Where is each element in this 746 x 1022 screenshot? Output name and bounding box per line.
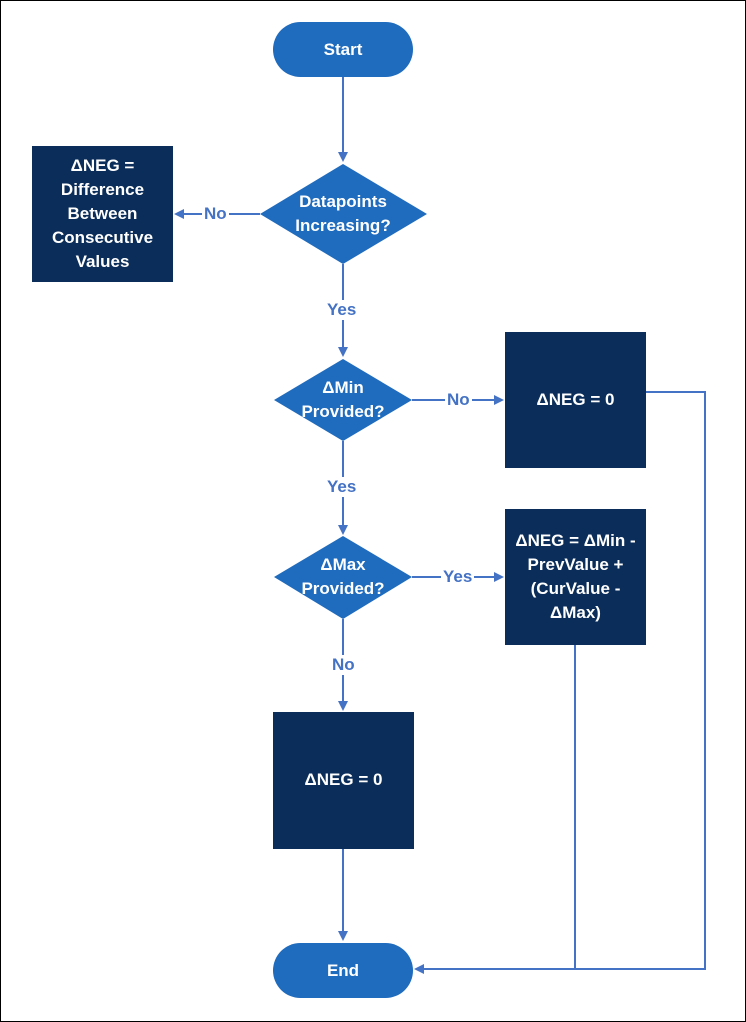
edge-label-min-no: No (445, 390, 472, 410)
decision-increasing (260, 164, 427, 264)
edge-label-increasing-no: No (202, 204, 229, 224)
process-formula (505, 509, 646, 645)
end-terminal (273, 943, 413, 998)
edge-minzero-to-end (414, 391, 706, 974)
edge-label-increasing-yes: Yes (325, 300, 359, 320)
process-difference (32, 146, 173, 282)
start-terminal (273, 22, 413, 77)
process-max-zero (273, 712, 414, 849)
decision-min (274, 359, 412, 441)
process-min-zero (505, 332, 646, 468)
edge-label-max-yes: Yes (441, 567, 475, 587)
edge-label-max-no: No (330, 655, 357, 675)
edge-label-min-yes: Yes (325, 477, 359, 497)
decision-max (274, 536, 412, 619)
